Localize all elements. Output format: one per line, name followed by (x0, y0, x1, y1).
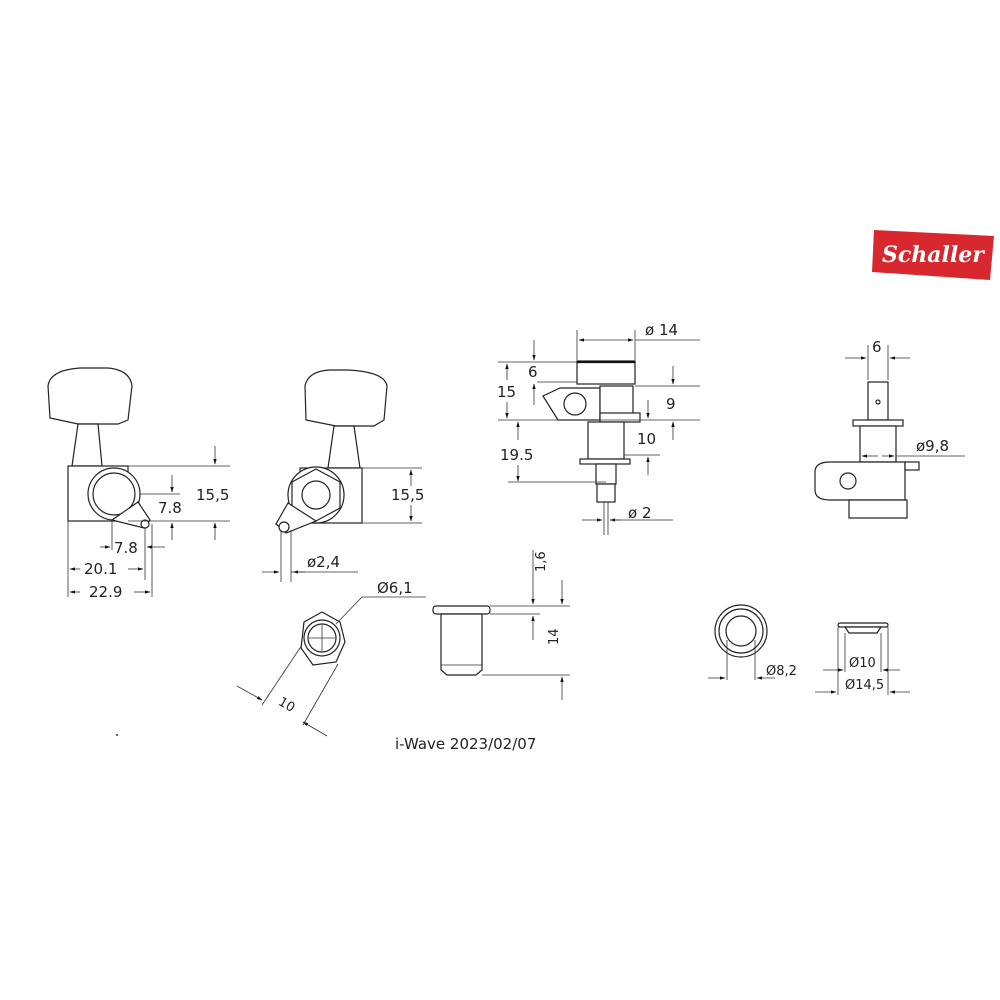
dim-key-height: 9 (666, 395, 676, 413)
dim-width-total: 22.9 (89, 583, 122, 601)
side-view-left: 15,5 7.8 7.8 20.1 22.9 (47, 367, 230, 601)
side-view-right: 15,5 ø2,4 (262, 369, 424, 582)
dim-bushing-dia: ø9,8 (916, 437, 949, 455)
dim-button-dia: ø 14 (645, 321, 678, 339)
dim-post-length: 19.5 (500, 446, 533, 464)
dim-screw-hole-dia: ø2,4 (307, 553, 340, 571)
dim-hole-offset-h: 7.8 (114, 539, 138, 557)
dim-flange: 1,6 (534, 551, 549, 572)
dim-inner-dia: Ø10 (849, 656, 876, 671)
washer-top: Ø8,2 (708, 604, 797, 680)
bushing: 1,6 14 (432, 550, 570, 700)
hex-nut: Ø6,1 10 (236, 579, 426, 737)
dim-hole-offset-v: 7.8 (158, 499, 182, 517)
schaller-logo: Schaller (872, 230, 994, 280)
dim-string-hole-dia: ø 2 (628, 504, 652, 522)
dim-bore-dia: Ø6,1 (377, 579, 413, 597)
dim-inner-dia: Ø8,2 (766, 664, 797, 679)
dim-button-height: 6 (528, 363, 538, 381)
logo-text: Schaller (882, 242, 985, 268)
dim-length: 14 (547, 628, 562, 645)
drawing-caption: i-Wave 2023/02/07 (395, 735, 537, 753)
dim-outer-dia: Ø14,5 (845, 678, 884, 693)
dim-post-width: 6 (872, 338, 882, 356)
washer-side: Ø10 Ø14,5 (815, 622, 910, 695)
front-view: ø 14 6 15 9 10 19.5 ø 2 (497, 321, 700, 535)
dim-width-inner: 20.1 (84, 560, 117, 578)
stray-mark (116, 734, 118, 736)
dim-height: 15,5 (391, 486, 424, 504)
dim-across-flats: 10 (275, 695, 297, 716)
dim-total-upper: 15 (497, 383, 516, 401)
dim-height: 15,5 (196, 486, 229, 504)
dim-bushing-height: 10 (637, 430, 656, 448)
top-view: 6 ø9,8 (814, 338, 965, 519)
